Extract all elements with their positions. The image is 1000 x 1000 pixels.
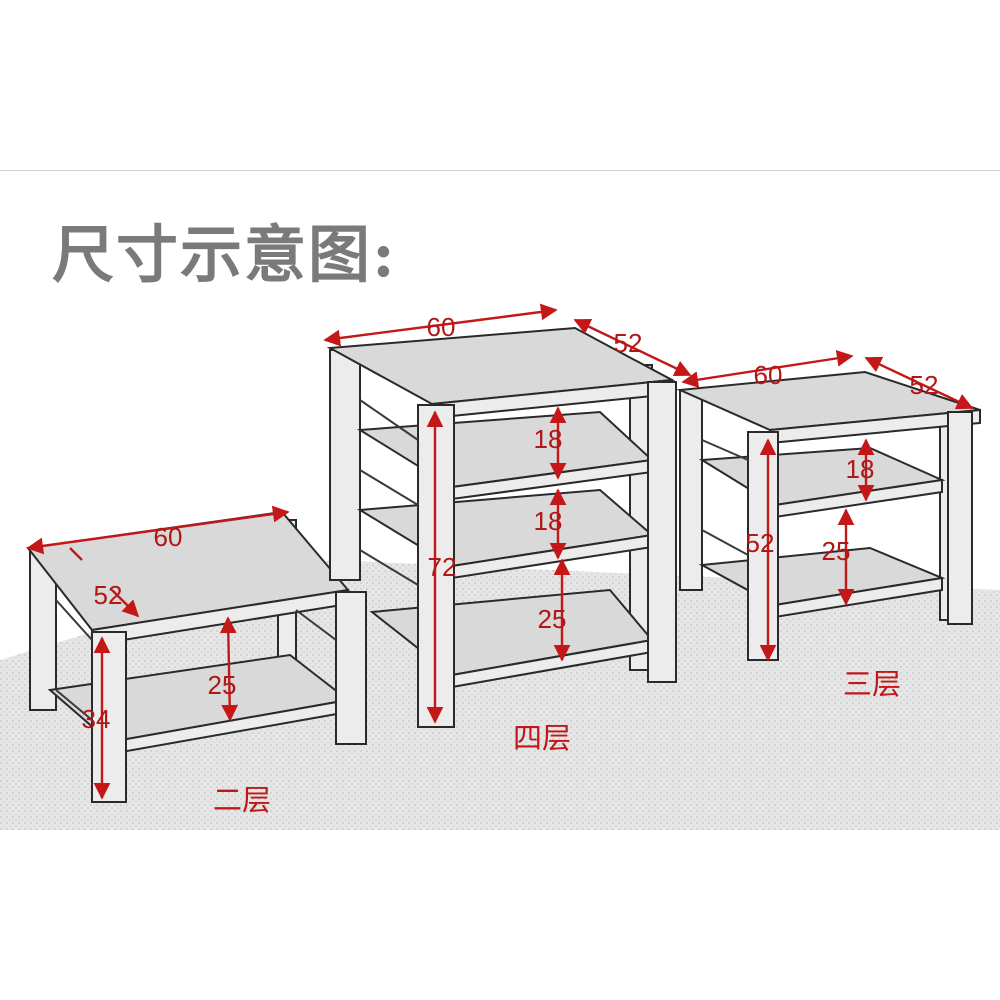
arrow-four-width [323, 303, 558, 347]
label-four-width: 60 [427, 312, 456, 342]
label-four-shelf-gap-1: 18 [534, 424, 563, 454]
label-four-shelf-gap-2: 18 [534, 506, 563, 536]
label-two-shelf-gap-1: 25 [208, 670, 237, 700]
label-three-width: 60 [754, 360, 783, 390]
dimension-labels: 60 52 34 25 二层 60 52 72 18 18 25 四层 60 5… [82, 312, 939, 817]
label-two-width: 60 [154, 522, 183, 552]
label-three-height: 52 [746, 528, 775, 558]
label-three-depth: 52 [910, 370, 939, 400]
arrow-two-depth [111, 589, 140, 618]
arrow-two-shelf-gap-1 [219, 616, 239, 722]
arrow-two-width [26, 505, 290, 555]
label-three-tier: 三层 [843, 667, 901, 701]
label-four-tier: 四层 [513, 721, 571, 755]
label-four-height: 72 [428, 552, 457, 582]
arrow-two-depth-tick [69, 547, 83, 561]
label-two-depth: 52 [94, 580, 123, 610]
label-two-tier: 二层 [213, 783, 271, 817]
label-three-shelf-gap-2: 25 [822, 536, 851, 566]
page-title: 尺寸示意图: [52, 218, 397, 291]
arrow-three-width [681, 349, 854, 389]
arrow-four-depth [573, 318, 692, 377]
label-four-shelf-gap-3: 25 [538, 604, 567, 634]
label-three-shelf-gap-1: 18 [846, 454, 875, 484]
label-four-depth: 52 [614, 328, 643, 358]
header-divider [0, 170, 1000, 171]
arrow-three-depth [864, 356, 974, 410]
label-two-height: 34 [82, 704, 111, 734]
dimension-arrows [26, 303, 974, 800]
